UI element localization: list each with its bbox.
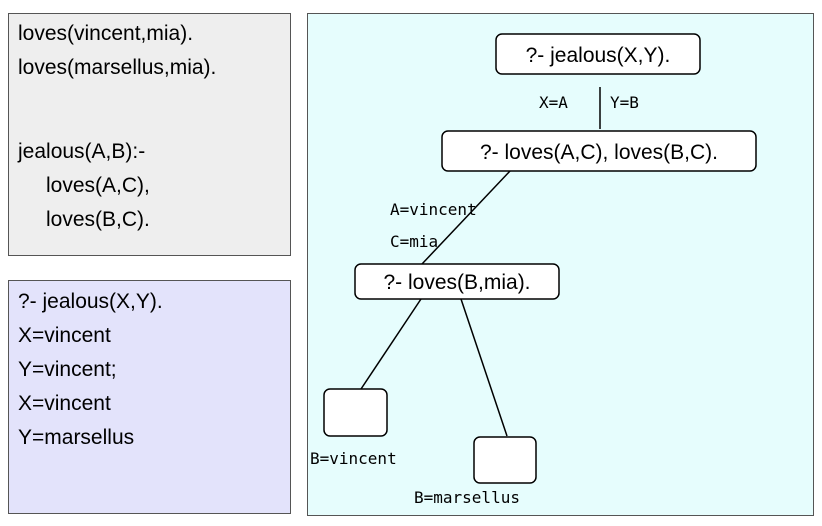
edge1-right-label: Y=B	[610, 93, 639, 112]
tree-node-goal3: ?- loves(B,mia).	[354, 263, 560, 300]
query-line-5: Y=marsellus	[18, 426, 135, 449]
edge1-left-label: X=A	[539, 93, 568, 112]
query-line-3: Y=vincent;	[18, 358, 117, 381]
edge2-label-line1: A=vincent	[390, 200, 477, 219]
program-line-4: jealous(A,B):-	[18, 140, 146, 163]
leaf-node-2	[473, 436, 537, 484]
tree-node-root: ?- jealous(X,Y).	[495, 33, 701, 75]
query-panel: ?- jealous(X,Y). X=vincent Y=vincent; X=…	[8, 280, 291, 514]
edge-goal2-to-goal3	[421, 170, 511, 265]
program-line-6: loves(B,C).	[46, 208, 150, 231]
edge-goal3-to-leaf2	[460, 298, 508, 437]
query-line-1: ?- jealous(X,Y).	[18, 290, 163, 313]
leaf2-label: B=marsellus	[414, 488, 520, 507]
program-line-1: loves(vincent,mia).	[18, 22, 194, 45]
edge-goal3-to-leaf1	[360, 298, 422, 390]
goal2-text: ?- loves(A,C), loves(B,C).	[480, 141, 718, 164]
search-tree-svg: ?- jealous(X,Y). X=A Y=B ?- loves(A,C), …	[310, 33, 757, 507]
program-line-2: loves(marsellus,mia).	[18, 56, 217, 79]
query-line-4: X=vincent	[18, 392, 111, 415]
leaf1-label: B=vincent	[310, 449, 397, 468]
program-line-5: loves(A,C),	[46, 174, 150, 197]
tree-node-goal2: ?- loves(A,C), loves(B,C).	[441, 130, 757, 172]
query-line-2: X=vincent	[18, 324, 111, 347]
program-panel: loves(vincent,mia). loves(marsellus,mia)…	[8, 13, 291, 256]
goal3-text: ?- loves(B,mia).	[383, 271, 530, 294]
search-tree-panel: ?- jealous(X,Y). X=A Y=B ?- loves(A,C), …	[307, 13, 814, 516]
root-goal-text: ?- jealous(X,Y).	[526, 44, 671, 67]
edge2-label-line2: C=mia	[390, 232, 438, 251]
leaf-node-1	[323, 388, 388, 437]
